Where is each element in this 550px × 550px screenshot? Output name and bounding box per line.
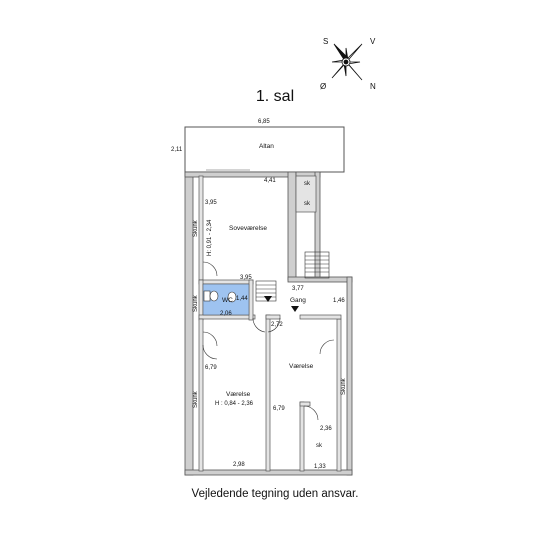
compass-s: S (323, 37, 328, 46)
dim-3-95-b: 3,95 (240, 275, 252, 281)
room-label-vaerelse-right: Værelse (289, 363, 314, 370)
room-label-skunk-3: Skunk (193, 390, 199, 408)
room-label-sk-3: sk (316, 443, 323, 449)
room-label-sovevaerelse: Soveværelse (229, 225, 267, 232)
dim-6-79-b: 6,79 (273, 406, 285, 412)
door-swings (202, 261, 335, 421)
floor-title: 1. sal (255, 88, 295, 105)
dim-4-41: 4,41 (264, 178, 276, 184)
stairs-arrow-icon-2 (291, 306, 299, 312)
dim-2-11: 2,11 (171, 147, 183, 153)
dim-6-85: 6,85 (258, 119, 270, 125)
dim-2-06: 2,06 (220, 311, 232, 317)
wc-room (202, 283, 250, 316)
room-height-vaerelse-left: H : 0,84 - 2,36 (215, 401, 254, 407)
room-label-sk-2: sk (304, 201, 311, 207)
inner-walls (198, 175, 342, 472)
room-area-wc: 1,44 (236, 296, 248, 302)
sink-icon (227, 291, 237, 303)
outer-walls (184, 171, 353, 476)
compass-o: Ø (320, 82, 326, 91)
dim-6-79-a: 6,79 (205, 365, 217, 371)
dim-3-77: 3,77 (292, 286, 304, 292)
dim-2-72: 2,72 (271, 322, 283, 328)
disclaimer-text: Vejledende tegning uden ansvar. (191, 488, 359, 500)
room-label-skunk-4: Skunk (341, 377, 347, 395)
dim-2-98: 2,98 (233, 462, 245, 468)
room-label-gang: Gang (290, 297, 306, 304)
toilet-icon (203, 290, 219, 302)
room-label-skunk-2: Skunk (193, 294, 199, 312)
dim-1-46: 1,46 (333, 298, 345, 304)
room-label-skunk-1: Skunk (193, 219, 199, 237)
room-label-wc: WC (222, 297, 233, 304)
room-label-sk-1: sk (304, 181, 311, 187)
dim-1-33: 1,33 (314, 464, 326, 470)
room-height-sovevaerelse: H: 0,91 - 2,34 (207, 219, 213, 256)
stairs-arrow-icon (264, 296, 272, 302)
dim-3-95-a: 3,95 (205, 200, 217, 206)
compass-v: V (370, 37, 376, 46)
room-label-altan: Altan (259, 143, 274, 150)
compass-rose-icon: S V Ø N (320, 37, 376, 91)
room-label-vaerelse-left: Værelse (226, 391, 251, 398)
compass-n: N (370, 82, 376, 91)
stairs-upper (304, 251, 330, 279)
dim-2-36: 2,36 (320, 426, 332, 432)
